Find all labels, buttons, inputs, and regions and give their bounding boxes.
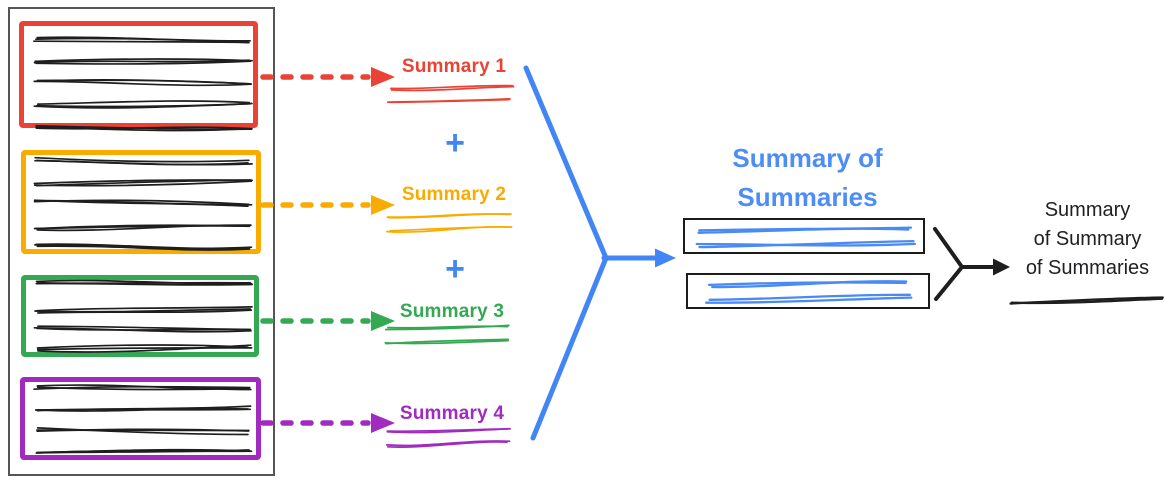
scribble-stroke: [384, 324, 510, 331]
arrow-head: [655, 248, 676, 268]
scribble-stroke: [35, 243, 251, 250]
summary-4-scribble: [385, 427, 512, 448]
arrow-doc2-to-summary2: [260, 195, 395, 215]
scribble-stroke: [36, 347, 253, 351]
scribble-stroke: [36, 306, 253, 312]
scribble-stroke: [387, 97, 511, 103]
scribble-stroke: [37, 309, 253, 314]
merge-arrow: [523, 65, 676, 441]
scribble-stroke: [36, 449, 250, 454]
scribble-stroke: [33, 59, 250, 64]
scribble-stroke: [384, 339, 510, 345]
scribble-stroke: [1010, 297, 1164, 305]
scribble-stroke: [33, 80, 253, 87]
summary-2-label: Summary 2: [401, 184, 507, 205]
summary-3-scribble: [384, 324, 510, 345]
arrow-doc4-to-summary4: [260, 413, 395, 433]
summary-of-summaries-title: Summary of Summaries: [660, 139, 955, 217]
title-line-2: Summaries: [737, 182, 878, 212]
scribble-stroke: [390, 85, 515, 92]
scribble-stroke: [33, 199, 249, 208]
scribble-stroke: [385, 440, 511, 447]
scribble-stroke: [386, 441, 508, 448]
summary-of-summaries-scribbles: [695, 226, 917, 304]
scribble-stroke: [705, 296, 913, 304]
arrow-head: [993, 258, 1010, 276]
summary-2-scribble: [385, 213, 513, 233]
arrow-head: [371, 195, 395, 215]
scribble-stroke: [34, 244, 251, 251]
summary-1-scribble: [387, 84, 515, 104]
scribble-stroke: [36, 407, 249, 412]
arrow-line: [934, 265, 964, 301]
arrow-head: [371, 67, 395, 87]
plus-icon-2: +: [445, 250, 465, 288]
scribble-stroke: [34, 58, 253, 63]
scribble-stroke: [36, 405, 252, 412]
arrow-line: [530, 255, 609, 441]
scribble-stroke: [386, 427, 511, 434]
scribble-stroke: [37, 281, 252, 285]
final-line-2: of Summary: [1033, 228, 1142, 250]
scribble-stroke: [707, 281, 907, 287]
final-summary-scribble: [1009, 296, 1164, 305]
scribble-stroke: [34, 159, 253, 166]
document-2: [21, 150, 261, 254]
summary-3-label: Summary 3: [399, 301, 505, 322]
scribble-stroke: [36, 344, 249, 349]
arrow-head: [371, 413, 395, 433]
document-1-text: [33, 36, 253, 132]
summary-of-summaries-box-1: [683, 218, 925, 254]
scribble-stroke: [711, 280, 908, 289]
title-line-1: Summary of: [732, 143, 883, 173]
document-4-text: [33, 384, 253, 454]
scribble-stroke: [36, 384, 252, 391]
final-summary-label: Summary of Summary of Summaries: [1005, 196, 1170, 283]
document-3: [21, 275, 259, 357]
scribble-stroke: [36, 36, 251, 42]
scribble-stroke: [35, 224, 250, 230]
arrow-line: [523, 65, 609, 261]
scribble-stroke: [36, 427, 249, 436]
scribble-stroke: [33, 102, 251, 109]
scribble-stroke: [390, 84, 514, 90]
document-1: [19, 21, 258, 128]
final-line-1: Summary: [1044, 199, 1131, 221]
scribble-stroke: [35, 179, 252, 187]
scribble-stroke: [36, 100, 251, 105]
scribble-stroke: [34, 156, 250, 163]
scribble-stroke: [708, 293, 912, 301]
document-4: [20, 377, 261, 460]
arrow-doc1-to-summary1: [260, 67, 395, 87]
document-2-text: [33, 156, 254, 251]
scribble-stroke: [385, 225, 513, 233]
scribble-stroke: [37, 325, 250, 331]
scribble-stroke: [36, 428, 250, 432]
summary-4-label: Summary 4: [399, 403, 505, 424]
arrow-line: [933, 227, 964, 269]
summary-1-label: Summary 1: [401, 56, 507, 77]
scribble-stroke: [35, 60, 252, 65]
scribble-stroke: [36, 79, 252, 85]
scribble-stroke: [33, 326, 252, 333]
scribble-stroke: [387, 213, 512, 219]
scribble-stroke: [698, 239, 915, 249]
scribble-stroke: [34, 308, 252, 313]
scribble-stroke: [35, 124, 253, 131]
plus-icon-1: +: [445, 124, 465, 162]
final-line-3: of Summaries: [1025, 257, 1150, 279]
arrow-doc3-to-summary3: [260, 311, 395, 331]
final-merge-arrow: [933, 227, 1010, 301]
scribble-stroke: [698, 226, 913, 232]
arrow-head: [371, 311, 395, 331]
scribble-stroke: [35, 279, 253, 285]
summary-of-summaries-box-2: [686, 273, 930, 309]
document-3-text: [33, 279, 253, 353]
